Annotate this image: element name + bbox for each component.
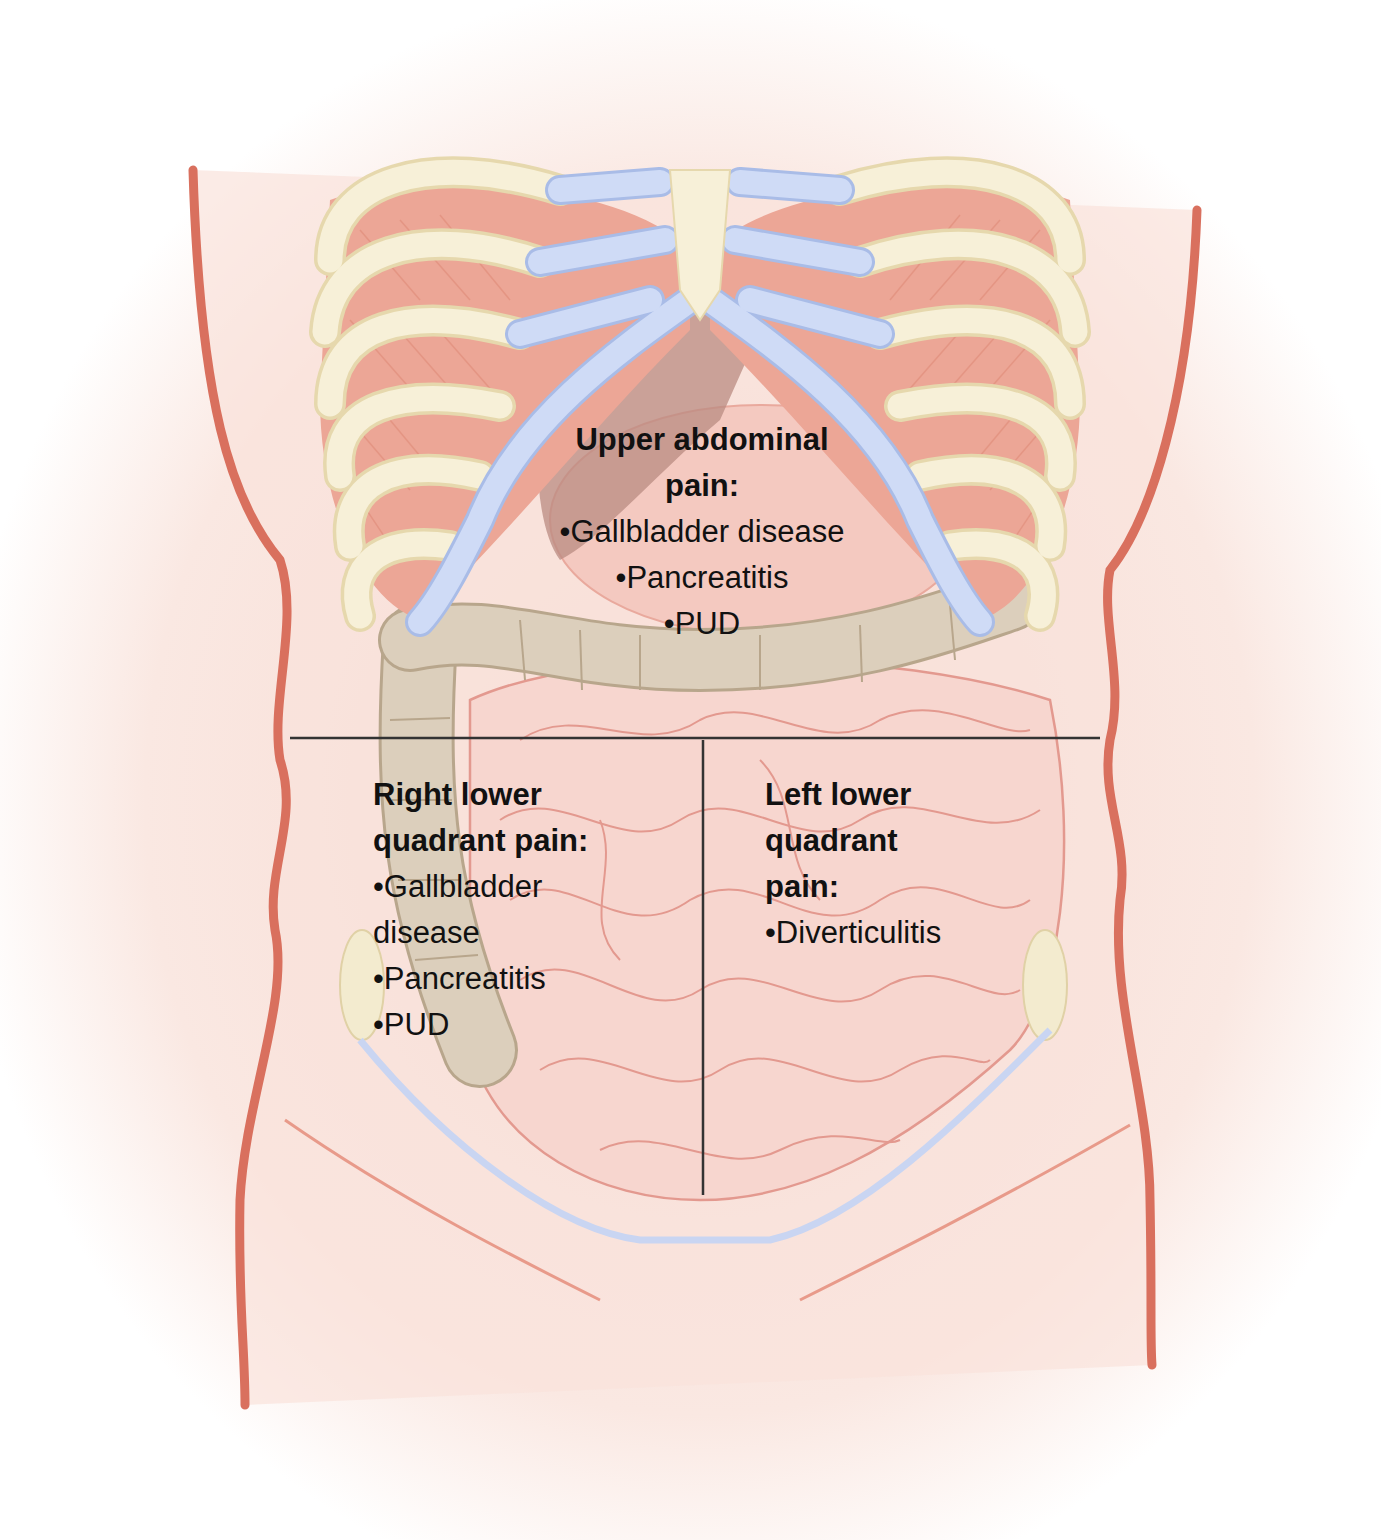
quadrant-text-group: Upper abdominal pain:•Gallbladder diseas… [547,417,857,647]
region-heading: Right lower quadrant pain: [373,772,648,864]
condition-item: •Gallbladder disease [373,864,648,956]
quadrant-text-group: Left lower quadrant pain:•Diverticulitis [765,772,965,956]
condition-item: •Pancreatitis [547,555,857,601]
region-heading: Upper abdominal pain: [547,417,857,509]
condition-item: •Pancreatitis [373,956,648,1002]
region-heading: Left lower quadrant pain: [765,772,965,910]
condition-item: •PUD [373,1002,648,1048]
condition-item: •Gallbladder disease [547,509,857,555]
quadrant-text-group: Right lower quadrant pain:•Gallbladder d… [373,772,648,1048]
condition-item: •PUD [547,601,857,647]
condition-item: •Diverticulitis [765,910,1045,956]
